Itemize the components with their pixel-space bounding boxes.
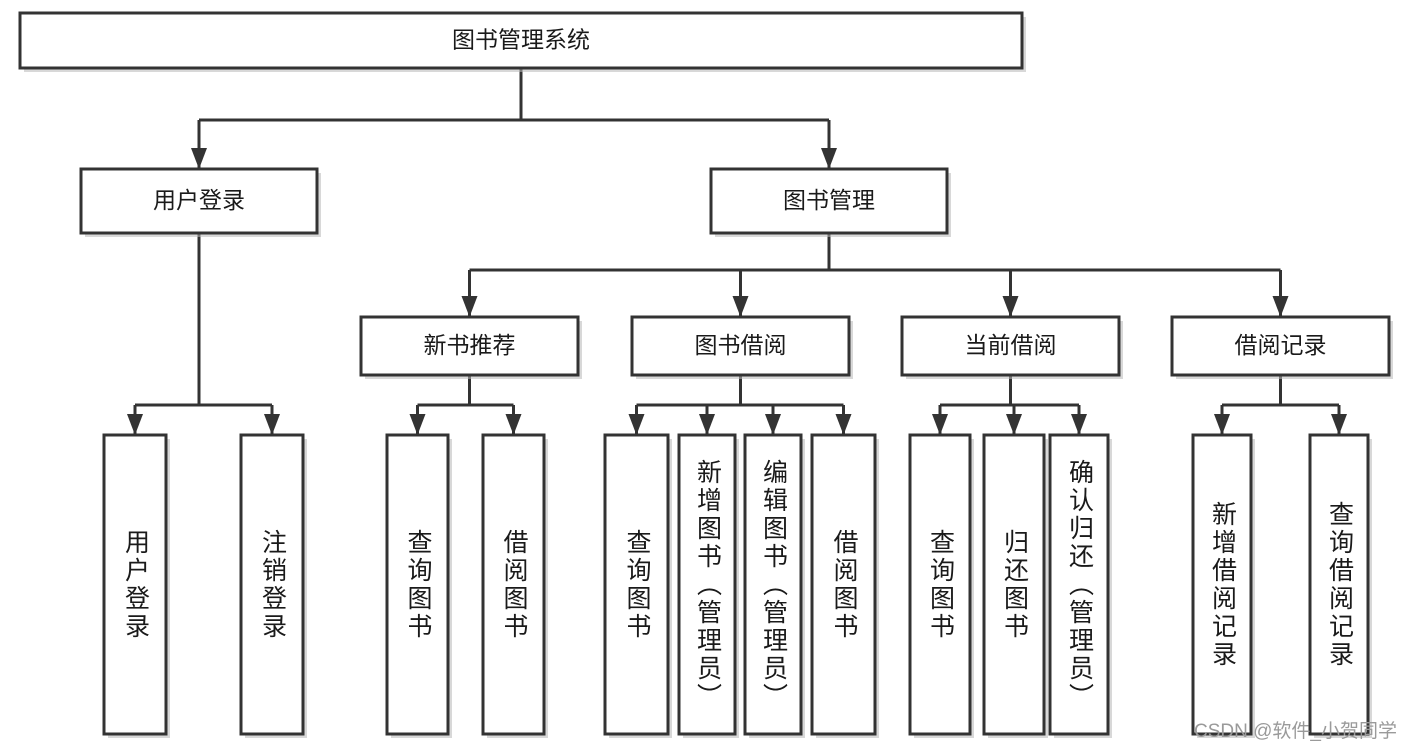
node-level3-label-2: 当前借阅 — [965, 332, 1057, 358]
node-level3-2[interactable] — [900, 315, 1121, 377]
node-leaf-3[interactable] — [481, 433, 546, 736]
arrow-head-icon — [1071, 414, 1087, 435]
arrow-head-icon — [1272, 296, 1289, 317]
arrow-head-icon — [127, 414, 143, 435]
arrow-head-icon — [765, 414, 781, 435]
arrow-head-icon — [821, 148, 837, 169]
node-boxes — [18, 11, 1393, 738]
arrow-head-icon — [1331, 414, 1347, 435]
node-root[interactable] — [18, 11, 1024, 70]
node-leaf-6[interactable] — [743, 433, 803, 736]
arrow-head-icon — [932, 414, 948, 435]
watermark-text: CSDN @软件_小贺同学 — [1194, 721, 1397, 742]
node-leaf-11[interactable] — [1191, 433, 1253, 736]
arrow-head-icon — [264, 414, 280, 435]
node-level2-label-0: 用户登录 — [153, 187, 245, 213]
node-leaf-9[interactable] — [982, 433, 1046, 736]
arrow-head-icon — [409, 414, 426, 435]
node-leaf-4[interactable] — [603, 433, 670, 736]
node-leaf-7[interactable] — [810, 433, 877, 736]
arrow-head-icon — [732, 296, 749, 317]
node-level3-3[interactable] — [1170, 315, 1391, 377]
node-leaf-12[interactable] — [1308, 433, 1370, 736]
arrow-head-icon — [835, 414, 852, 435]
node-level3-label-0: 新书推荐 — [424, 332, 516, 358]
arrow-head-icon — [191, 148, 207, 169]
node-level2-1[interactable] — [709, 167, 949, 235]
node-leaf-8[interactable] — [908, 433, 972, 736]
node-level2-label-1: 图书管理 — [783, 187, 875, 213]
node-level3-0[interactable] — [359, 315, 580, 377]
node-level3-label-1: 图书借阅 — [695, 332, 787, 358]
node-leaf-0[interactable] — [102, 433, 168, 736]
node-level3-1[interactable] — [630, 315, 851, 377]
arrow-head-icon — [699, 414, 715, 435]
node-leaf-5[interactable] — [677, 433, 737, 736]
arrow-head-icon — [461, 296, 478, 317]
arrow-head-icon — [1006, 414, 1022, 435]
node-level2-0[interactable] — [79, 167, 319, 235]
arrow-head-icon — [1214, 414, 1230, 435]
arrow-head-icon — [1002, 296, 1019, 317]
node-level3-label-3: 借阅记录 — [1235, 332, 1327, 358]
node-root-label: 图书管理系统 — [452, 27, 590, 53]
node-leaf-1[interactable] — [239, 433, 305, 736]
arrow-head-icon — [505, 414, 522, 435]
node-leaf-10[interactable] — [1048, 433, 1110, 736]
node-leaf-2[interactable] — [385, 433, 450, 736]
connector-edges — [127, 68, 1347, 435]
arrow-head-icon — [628, 414, 645, 435]
